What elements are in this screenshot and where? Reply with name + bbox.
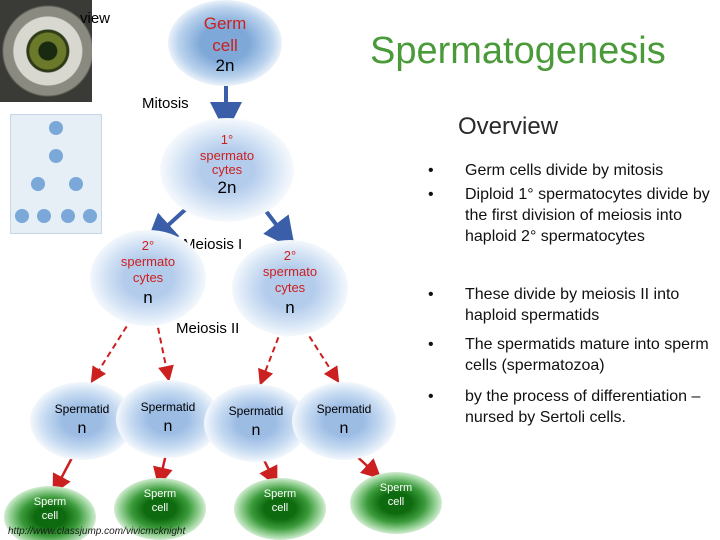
primary-spermatocyte-node: 1° spermato cytes 2n — [160, 118, 294, 222]
thumbnail-node — [49, 149, 63, 163]
germ-cell-ploidy: 2n — [215, 56, 235, 75]
arrow-spermatid-2-to-sperm — [153, 453, 173, 488]
thumbnail-node — [31, 177, 45, 191]
spermatid-ploidy: n — [163, 418, 173, 435]
bullet-dot-icon: • — [428, 186, 434, 203]
arrow-secondary-right-to-spermatid-4 — [303, 327, 340, 384]
arrow-spermatid-1-to-sperm — [52, 453, 76, 495]
bullet-text: Diploid 1° spermatocytes divide by the f… — [465, 186, 710, 245]
bullet-text: These divide by meiosis II into haploid … — [465, 286, 680, 324]
thumbnail-node — [69, 177, 83, 191]
primary-line2: spermato — [199, 148, 255, 163]
spermatid-label: Spermatid — [228, 404, 284, 418]
sperm-cell-line1: Sperm — [33, 496, 67, 508]
thumbnail-diagram-image — [10, 114, 102, 234]
eye-image — [0, 0, 92, 102]
sperm-cell-line2: cell — [271, 502, 289, 514]
secondary-left-ploidy: n — [143, 288, 153, 307]
arrow-secondary-left-to-spermatid-2 — [155, 317, 174, 382]
secondary-right-ploidy: n — [285, 298, 295, 317]
secondary-left-line3: cytes — [132, 270, 164, 285]
sperm-cell-line2: cell — [41, 510, 59, 522]
spermatid-label: Spermatid — [316, 402, 372, 416]
eye-label: view — [80, 10, 111, 27]
sperm-cell-line2: cell — [387, 496, 405, 508]
sperm-cell-node-2: Sperm cell — [114, 478, 206, 540]
bullet-dot-icon: • — [428, 336, 434, 353]
primary-line1: 1° — [220, 132, 234, 147]
bullet-dot-icon: • — [428, 286, 434, 303]
thumbnail-node — [15, 209, 29, 223]
bullet-dot-icon: • — [428, 162, 434, 179]
bullet-text: by the process of differentiation – nurs… — [465, 388, 701, 426]
spermatid-ploidy: n — [339, 420, 349, 437]
slide-subtitle: Overview — [458, 113, 559, 140]
sperm-cell-line2: cell — [151, 502, 169, 514]
spermatid-node-3: Spermatid n — [204, 384, 308, 462]
meiosis-2-label: Meiosis II — [176, 320, 240, 337]
thumbnail-node — [37, 209, 51, 223]
mitosis-label: Mitosis — [142, 95, 189, 112]
thumbnail-node — [61, 209, 75, 223]
secondary-spermatocyte-right-node: 2° spermato cytes n — [232, 240, 348, 336]
spermatid-label: Spermatid — [140, 400, 196, 414]
arrow-secondary-left-to-spermatid-1 — [90, 317, 133, 384]
arrow-secondary-right-to-spermatid-3 — [258, 327, 283, 386]
sperm-cell-line1: Sperm — [379, 482, 413, 494]
meiosis-1-label: Meiosis I — [183, 236, 243, 253]
sperm-cell-line1: Sperm — [263, 488, 297, 500]
sperm-cell-node-3: Sperm cell — [234, 478, 326, 540]
sperm-cell-line1: Sperm — [143, 488, 177, 500]
secondary-left-line1: 2° — [141, 238, 155, 253]
slide-title: Spermatogenesis — [370, 30, 666, 72]
bullet-dot-icon: • — [428, 388, 434, 405]
spermatid-node-4: Spermatid n — [292, 382, 396, 460]
sperm-cell-node-4: Sperm cell — [350, 472, 442, 534]
spermatid-ploidy: n — [251, 422, 261, 439]
thumbnail-node — [49, 121, 63, 135]
secondary-right-line3: cytes — [274, 280, 306, 295]
spermatid-ploidy: n — [77, 420, 87, 437]
spermatid-node-2: Spermatid n — [116, 380, 220, 458]
secondary-spermatocyte-left-node: 2° spermato cytes n — [90, 230, 206, 326]
spermatid-label: Spermatid — [54, 402, 110, 416]
sperm-cell-node-1: Sperm cell — [4, 486, 96, 540]
bullet-text: Germ cells divide by mitosis — [465, 162, 664, 179]
germ-cell-node: Germ cell 2n — [168, 0, 282, 86]
germ-cell-line1: Germ — [203, 14, 247, 33]
thumbnail-node — [83, 209, 97, 223]
secondary-right-line2: spermato — [262, 264, 318, 279]
primary-ploidy: 2n — [217, 178, 237, 197]
secondary-left-line2: spermato — [120, 254, 176, 269]
bullet-text: The spermatids mature into sperm cells (… — [465, 336, 709, 374]
primary-line3: cytes — [211, 162, 243, 177]
source-url-text: http://www.classjump.com/vivicmcknight — [8, 526, 186, 537]
germ-cell-line2: cell — [212, 36, 238, 55]
secondary-right-line1: 2° — [283, 248, 297, 263]
